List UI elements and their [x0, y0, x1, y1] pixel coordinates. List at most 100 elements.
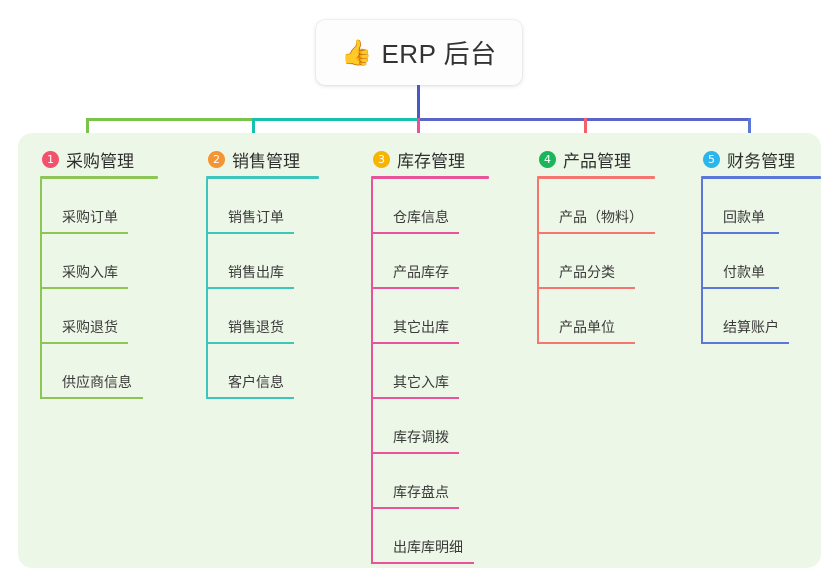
column-header-purchase[interactable]: 1 采购管理 [40, 142, 158, 176]
list-item-label: 产品分类 [559, 264, 615, 280]
list-item-underline [40, 287, 128, 289]
list-item-underline [371, 507, 459, 509]
root-node-title: ERP 后台 [381, 39, 497, 69]
root-node-card[interactable]: 👍 ERP 后台 [316, 20, 522, 85]
list-item[interactable]: 仓库信息 [371, 179, 469, 234]
column-header-finance[interactable]: 5 财务管理 [701, 142, 821, 176]
column-badge-finance: 5 [703, 150, 720, 168]
list-item[interactable]: 结算账户 [701, 289, 799, 344]
column-title-finance: 财务管理 [727, 151, 795, 171]
column-title-inventory: 库存管理 [397, 151, 465, 171]
list-item[interactable]: 产品单位 [537, 289, 645, 344]
list-item-label: 采购入库 [62, 264, 118, 280]
column-badge-sales: 2 [208, 150, 225, 168]
column-finance: 5 财务管理回款单付款单结算账户 [701, 142, 821, 344]
list-item[interactable]: 其它出库 [371, 289, 469, 344]
list-item[interactable]: 销售出库 [206, 234, 304, 289]
list-item-underline [701, 287, 779, 289]
root-trunk [417, 85, 420, 121]
column-purchase: 1 采购管理采购订单采购入库采购退货供应商信息 [40, 142, 158, 399]
list-item-underline [371, 397, 459, 399]
list-item-label: 采购订单 [62, 209, 118, 225]
list-item[interactable]: 供应商信息 [40, 344, 153, 399]
column-spine-sales [206, 179, 208, 399]
list-item-label: 其它入库 [393, 374, 449, 390]
list-item-underline [40, 342, 128, 344]
column-badge-product: 4 [539, 150, 556, 168]
list-item[interactable]: 采购退货 [40, 289, 138, 344]
column-header-sales[interactable]: 2 销售管理 [206, 142, 319, 176]
list-item-label: 付款单 [723, 264, 765, 280]
list-item-label: 采购退货 [62, 319, 118, 335]
column-items-inventory: 仓库信息产品库存其它出库其它入库库存调拨库存盘点出库库明细 [371, 179, 484, 564]
list-item-label: 销售订单 [228, 209, 284, 225]
list-item[interactable]: 销售订单 [206, 179, 304, 234]
column-underline-purchase [40, 176, 158, 179]
column-title-purchase: 采购管理 [66, 151, 134, 171]
list-item-label: 库存调拨 [393, 429, 449, 445]
column-header-inventory[interactable]: 3 库存管理 [371, 142, 489, 176]
column-spine-purchase [40, 179, 42, 399]
list-item-label: 回款单 [723, 209, 765, 225]
list-item-label: 仓库信息 [393, 209, 449, 225]
list-item-underline [206, 287, 294, 289]
column-underline-sales [206, 176, 319, 179]
list-item-label: 出库库明细 [393, 539, 463, 555]
list-item-underline [701, 232, 779, 234]
list-item-underline [206, 397, 294, 399]
column-title-product: 产品管理 [563, 151, 631, 171]
list-item-label: 供应商信息 [62, 374, 132, 390]
list-item-underline [371, 562, 474, 564]
column-underline-inventory [371, 176, 489, 179]
list-item[interactable]: 产品库存 [371, 234, 469, 289]
list-item[interactable]: 客户信息 [206, 344, 304, 399]
list-item[interactable]: 回款单 [701, 179, 789, 234]
segment-teal [252, 118, 417, 121]
list-item[interactable]: 库存盘点 [371, 454, 469, 509]
column-badge-purchase: 1 [42, 150, 59, 168]
column-sales: 2 销售管理销售订单销售出库销售退货客户信息 [206, 142, 319, 399]
list-item-underline [206, 232, 294, 234]
list-item[interactable]: 库存调拨 [371, 399, 469, 454]
column-header-product[interactable]: 4 产品管理 [537, 142, 655, 176]
list-item-label: 销售退货 [228, 319, 284, 335]
list-item[interactable]: 销售退货 [206, 289, 304, 344]
column-product: 4 产品管理产品（物料） 产品分类产品单位 [537, 142, 655, 344]
thumbs-up-emoji: 👍 [341, 39, 373, 67]
list-item[interactable]: 出库库明细 [371, 509, 484, 564]
list-item-underline [371, 232, 459, 234]
column-badge-inventory: 3 [373, 150, 390, 168]
list-item-underline [40, 232, 128, 234]
list-item-label: 客户信息 [228, 374, 284, 390]
list-item-underline [371, 287, 459, 289]
list-item-label: 库存盘点 [393, 484, 449, 500]
list-item-underline [206, 342, 294, 344]
column-items-sales: 销售订单销售出库销售退货客户信息 [206, 179, 304, 399]
list-item-underline [371, 452, 459, 454]
list-item-underline [701, 342, 789, 344]
list-item-label: 销售出库 [228, 264, 284, 280]
column-items-purchase: 采购订单采购入库采购退货供应商信息 [40, 179, 153, 399]
list-item-label: 其它出库 [393, 319, 449, 335]
list-item[interactable]: 其它入库 [371, 344, 469, 399]
list-item[interactable]: 产品分类 [537, 234, 645, 289]
list-item-label: 结算账户 [723, 319, 779, 335]
segment-green [86, 118, 252, 121]
column-underline-finance [701, 176, 821, 179]
column-spine-product [537, 179, 539, 344]
list-item-underline [371, 342, 459, 344]
list-item[interactable]: 采购订单 [40, 179, 138, 234]
column-underline-product [537, 176, 655, 179]
list-item[interactable]: 产品（物料） [537, 179, 665, 234]
list-item[interactable]: 采购入库 [40, 234, 138, 289]
column-title-sales: 销售管理 [232, 151, 300, 171]
list-item[interactable]: 付款单 [701, 234, 789, 289]
list-item-label: 产品单位 [559, 319, 615, 335]
list-item-label: 产品（物料） [559, 209, 643, 225]
list-item-underline [537, 342, 635, 344]
column-items-product: 产品（物料） 产品分类产品单位 [537, 179, 665, 344]
column-spine-finance [701, 179, 703, 344]
branches-panel: 1 采购管理采购订单采购入库采购退货供应商信息 2 销售管理销售订单销售出库销售退货客… [18, 133, 821, 568]
column-inventory: 3 库存管理仓库信息产品库存其它出库其它入库库存调拨库存盘点出库库明细 [371, 142, 489, 564]
